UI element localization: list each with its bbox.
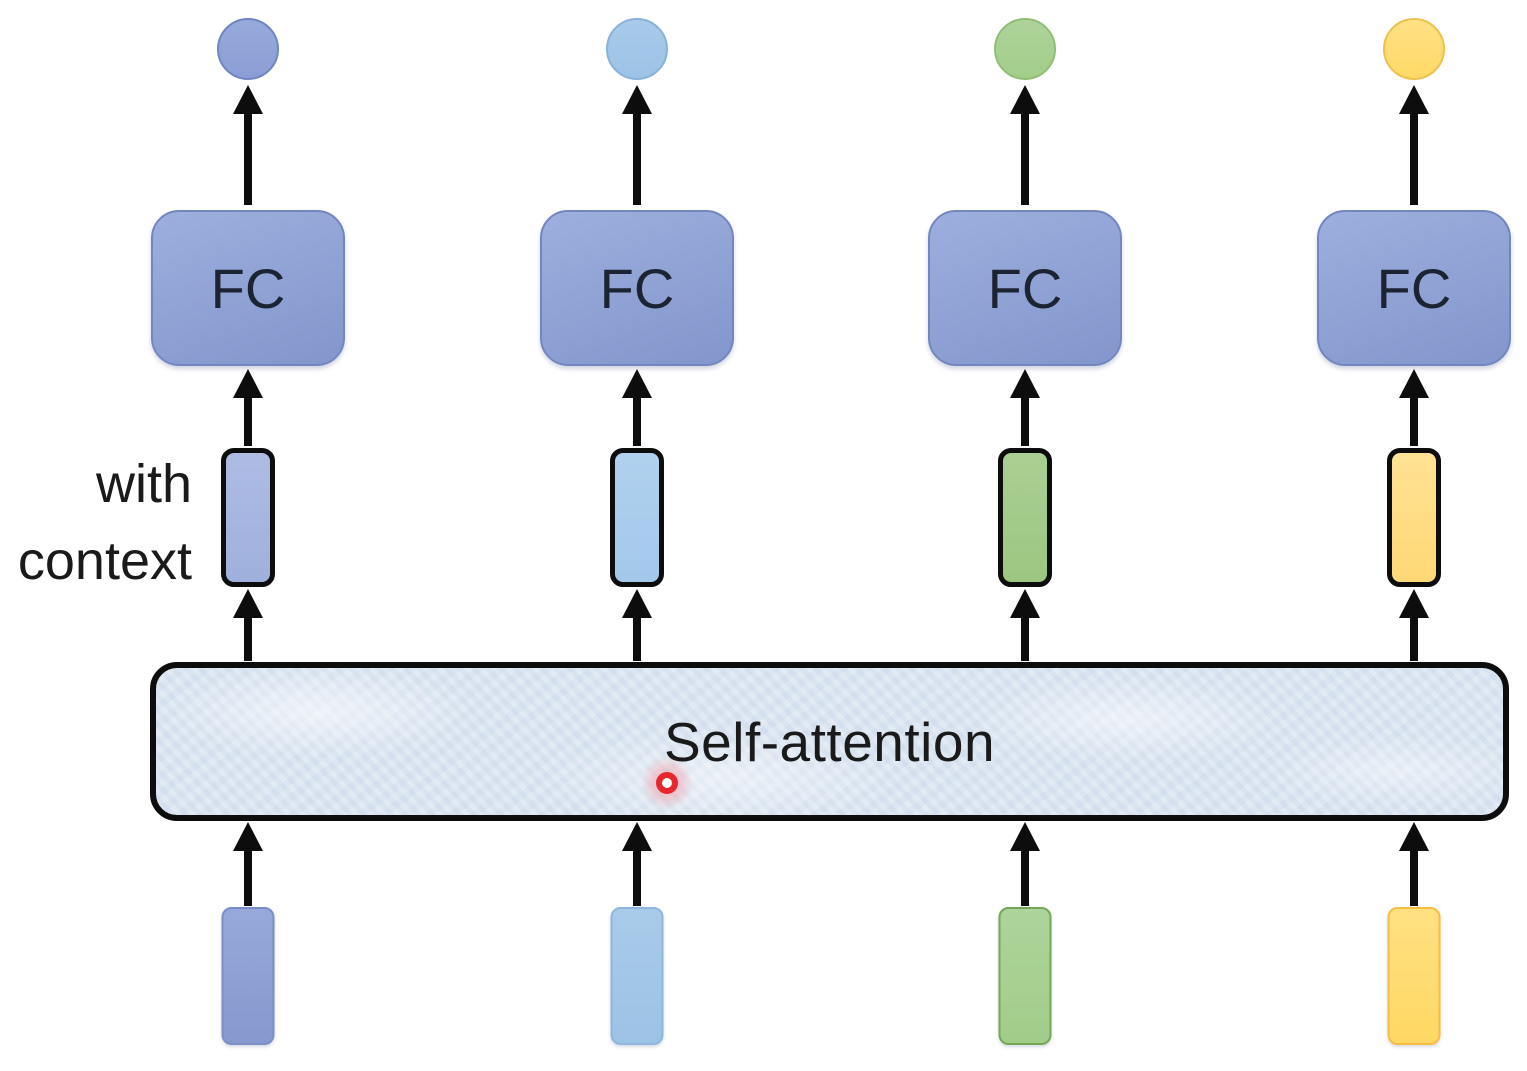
arrow-head-icon [622, 822, 652, 851]
arrow-fc-to-output-token-3 [1009, 85, 1041, 205]
arrow-stem [633, 398, 641, 446]
input-vector-token-4 [1387, 907, 1441, 1045]
input-vector-token-3 [998, 907, 1052, 1045]
arrow-fc-to-output-token-4 [1398, 85, 1430, 205]
arrow-head-icon [233, 822, 263, 851]
arrow-stem [244, 851, 252, 906]
output-circle-token-1 [217, 18, 279, 80]
arrow-context-to-fc-token-3 [1009, 369, 1041, 446]
arrow-head-icon [233, 589, 263, 618]
context-vector-token-3 [998, 448, 1052, 587]
arrow-head-icon [622, 369, 652, 398]
arrow-head-icon [233, 369, 263, 398]
arrow-stem [244, 114, 252, 205]
arrow-fc-to-output-token-1 [232, 85, 264, 205]
fc-box-token-2: FC [540, 210, 734, 366]
arrow-stem [1021, 851, 1029, 906]
input-vector-token-2 [610, 907, 664, 1045]
arrow-context-to-fc-token-1 [232, 369, 264, 446]
arrow-attention-to-context-token-2 [621, 589, 653, 661]
arrow-stem [1410, 398, 1418, 446]
arrow-head-icon [1399, 822, 1429, 851]
arrow-stem [1410, 114, 1418, 205]
arrow-input-to-attention-token-3 [1009, 822, 1041, 906]
arrow-attention-to-context-token-1 [232, 589, 264, 661]
arrow-stem [1021, 398, 1029, 446]
arrow-attention-to-context-token-3 [1009, 589, 1041, 661]
arrow-input-to-attention-token-4 [1398, 822, 1430, 906]
output-circle-token-4 [1383, 18, 1445, 80]
laser-pointer-dot [656, 772, 678, 794]
context-vector-token-1 [221, 448, 275, 587]
arrow-head-icon [233, 85, 263, 114]
arrow-head-icon [1010, 822, 1040, 851]
arrow-stem [633, 618, 641, 661]
fc-box-token-1: FC [151, 210, 345, 366]
output-circle-token-2 [606, 18, 668, 80]
self-attention-box: Self-attention [150, 662, 1509, 821]
fc-label: FC [987, 256, 1063, 320]
arrow-context-to-fc-token-4 [1398, 369, 1430, 446]
arrow-head-icon [1010, 589, 1040, 618]
fc-label: FC [1376, 256, 1452, 320]
arrow-stem [633, 114, 641, 205]
with-context-label: with context [17, 454, 192, 591]
fc-label: FC [210, 256, 286, 320]
arrow-stem [1021, 618, 1029, 661]
fc-label: FC [599, 256, 675, 320]
input-vector-token-1 [221, 907, 275, 1045]
arrow-input-to-attention-token-2 [621, 822, 653, 906]
arrow-stem [1021, 114, 1029, 205]
context-vector-token-4 [1387, 448, 1441, 587]
arrow-input-to-attention-token-1 [232, 822, 264, 906]
arrow-head-icon [622, 589, 652, 618]
arrow-fc-to-output-token-2 [621, 85, 653, 205]
arrow-stem [1410, 851, 1418, 906]
arrow-head-icon [1399, 369, 1429, 398]
context-vector-token-2 [610, 448, 664, 587]
fc-box-token-4: FC [1317, 210, 1511, 366]
arrow-head-icon [622, 85, 652, 114]
arrow-head-icon [1399, 589, 1429, 618]
arrow-head-icon [1399, 85, 1429, 114]
fc-box-token-3: FC [928, 210, 1122, 366]
arrow-stem [1410, 618, 1418, 661]
arrow-head-icon [1010, 85, 1040, 114]
arrow-head-icon [1010, 369, 1040, 398]
arrow-stem [244, 398, 252, 446]
arrow-context-to-fc-token-2 [621, 369, 653, 446]
arrow-attention-to-context-token-4 [1398, 589, 1430, 661]
arrow-stem [633, 851, 641, 906]
self-attention-label: Self-attention [663, 710, 996, 773]
output-circle-token-3 [994, 18, 1056, 80]
arrow-stem [244, 618, 252, 661]
